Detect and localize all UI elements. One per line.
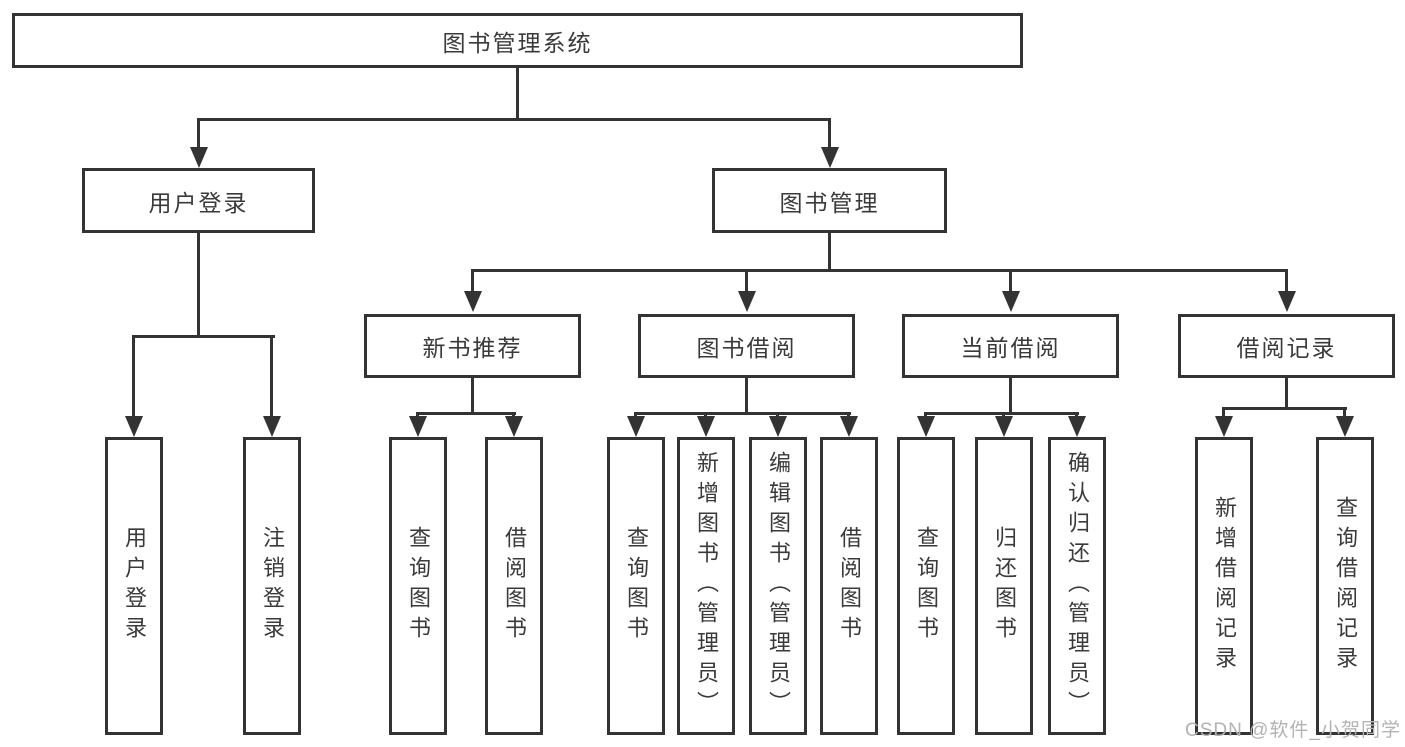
arrow-down-icon bbox=[125, 416, 143, 437]
connector-line bbox=[1343, 407, 1346, 420]
node-label: 新书推荐 bbox=[422, 335, 523, 361]
node-library-system: 图书管理系统 bbox=[12, 13, 1023, 68]
node-label: 新增图书（管理员） bbox=[694, 451, 719, 721]
arrow-down-icon bbox=[1336, 416, 1354, 437]
node-label: 当前借阅 bbox=[960, 335, 1061, 361]
arrow-down-icon bbox=[697, 416, 715, 437]
arrow-down-icon bbox=[505, 416, 523, 437]
arrow-down-icon bbox=[1215, 416, 1233, 437]
node-label: 归还图书 bbox=[992, 526, 1017, 646]
node-label: 查询图书 bbox=[914, 526, 939, 646]
connector-line bbox=[1222, 407, 1347, 410]
watermark: CSDN @软件_小贺同学 bbox=[1185, 720, 1401, 741]
node-leaf-borrow-book-1: 借阅图书 bbox=[485, 437, 543, 735]
connector-line bbox=[471, 269, 474, 294]
node-leaf-logout: 注销登录 bbox=[243, 437, 301, 735]
node-label: 借阅图书 bbox=[502, 526, 527, 646]
connector-line bbox=[471, 269, 1288, 272]
node-leaf-add-book-admin: 新增图书（管理员） bbox=[677, 437, 735, 735]
connector-line bbox=[516, 68, 519, 121]
node-label: 编辑图书（管理员） bbox=[766, 451, 791, 721]
node-label: 查询图书 bbox=[624, 526, 649, 646]
node-book-management: 图书管理 bbox=[712, 168, 947, 233]
arrow-down-icon bbox=[995, 416, 1013, 437]
node-user-login: 用户登录 bbox=[82, 168, 315, 233]
connector-line bbox=[197, 118, 200, 150]
node-new-book-recommend: 新书推荐 bbox=[364, 314, 581, 378]
connector-line bbox=[828, 118, 831, 150]
node-leaf-confirm-return-admin: 确认归还（管理员） bbox=[1048, 437, 1106, 735]
node-label: 借阅图书 bbox=[837, 526, 862, 646]
node-label: 用户登录 bbox=[148, 189, 249, 216]
connector-line bbox=[416, 412, 516, 415]
arrow-down-icon bbox=[1278, 291, 1296, 312]
connector-line bbox=[745, 269, 748, 294]
node-label: 注销登录 bbox=[260, 526, 285, 646]
node-leaf-query-borrow-record: 查询借阅记录 bbox=[1316, 437, 1374, 735]
connector-line bbox=[471, 378, 474, 415]
connector-line bbox=[270, 335, 273, 417]
node-borrow-records: 借阅记录 bbox=[1178, 314, 1395, 378]
node-leaf-user-login: 用户登录 bbox=[105, 437, 163, 735]
node-leaf-borrow-book-2: 借阅图书 bbox=[820, 437, 878, 735]
connector-line bbox=[1009, 269, 1012, 294]
node-label: 借阅记录 bbox=[1236, 335, 1337, 361]
connector-line bbox=[634, 412, 851, 415]
connector-line bbox=[197, 118, 831, 121]
node-label: 图书借阅 bbox=[696, 335, 797, 361]
arrow-down-icon bbox=[1068, 416, 1086, 437]
connector-line bbox=[828, 233, 831, 272]
arrow-down-icon bbox=[409, 416, 427, 437]
connector-line bbox=[924, 412, 1079, 415]
arrow-down-icon bbox=[627, 416, 645, 437]
node-leaf-add-borrow-record: 新增借阅记录 bbox=[1195, 437, 1253, 735]
arrow-down-icon bbox=[769, 416, 787, 437]
node-current-borrow: 当前借阅 bbox=[902, 314, 1119, 378]
arrow-down-icon bbox=[464, 291, 482, 312]
node-leaf-return-book: 归还图书 bbox=[975, 437, 1033, 735]
connector-line bbox=[1285, 269, 1288, 294]
node-label: 图书管理 bbox=[779, 189, 880, 216]
node-leaf-query-book-1: 查询图书 bbox=[389, 437, 447, 735]
arrow-down-icon bbox=[738, 291, 756, 312]
node-label: 用户登录 bbox=[122, 526, 147, 646]
node-label: 查询图书 bbox=[406, 526, 431, 646]
node-label: 确认归还（管理员） bbox=[1065, 451, 1090, 721]
node-label: 查询借阅记录 bbox=[1333, 496, 1358, 676]
node-leaf-edit-book-admin: 编辑图书（管理员） bbox=[749, 437, 807, 735]
arrow-down-icon bbox=[840, 416, 858, 437]
node-leaf-query-book-2: 查询图书 bbox=[607, 437, 665, 735]
node-book-borrow: 图书借阅 bbox=[638, 314, 855, 378]
connector-line bbox=[1222, 407, 1225, 420]
connector-line bbox=[197, 233, 200, 338]
arrow-down-icon bbox=[190, 147, 208, 168]
node-label: 新增借阅记录 bbox=[1212, 496, 1237, 676]
arrow-down-icon bbox=[1002, 291, 1020, 312]
connector-line bbox=[132, 335, 275, 338]
connector-line bbox=[1285, 378, 1288, 410]
node-label: 图书管理系统 bbox=[442, 29, 593, 56]
arrow-down-icon bbox=[917, 416, 935, 437]
connector-line bbox=[132, 335, 135, 417]
arrow-down-icon bbox=[263, 416, 281, 437]
connector-line bbox=[1009, 378, 1012, 415]
arrow-down-icon bbox=[821, 147, 839, 168]
node-leaf-query-book-3: 查询图书 bbox=[897, 437, 955, 735]
connector-line bbox=[745, 378, 748, 415]
